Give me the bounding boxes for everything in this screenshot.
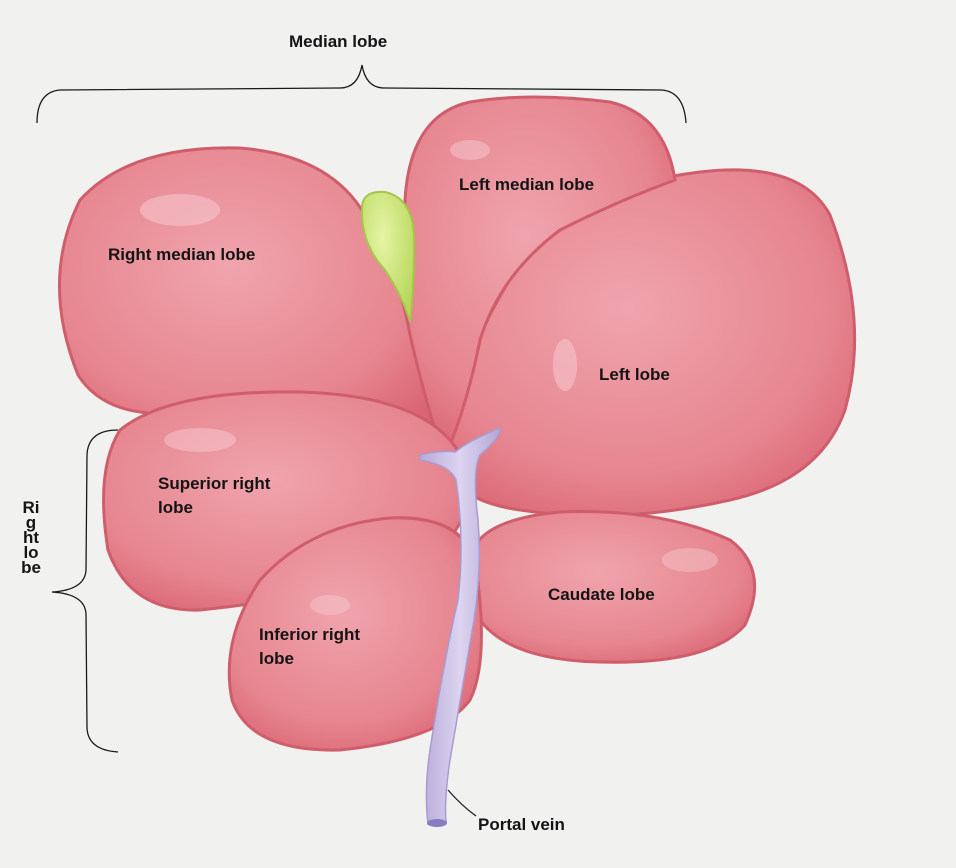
right-lobe-vertical-label: Right lobe <box>21 500 41 575</box>
inferior-right-lobe-label-line2: lobe <box>259 648 294 670</box>
caudate-lobe-label: Caudate lobe <box>548 584 655 606</box>
right-median-lobe-label: Right median lobe <box>108 244 255 266</box>
portal-vein-leader <box>448 790 476 816</box>
median-lobe-label: Median lobe <box>289 31 387 53</box>
superior-right-lobe-label-line1: Superior right <box>158 473 270 495</box>
left-median-lobe-label: Left median lobe <box>459 174 594 196</box>
portal-vein-label: Portal vein <box>478 814 565 836</box>
superior-right-lobe-label-line2: lobe <box>158 497 193 519</box>
inferior-right-lobe-label-line1: Inferior right <box>259 624 360 646</box>
left-lobe-label: Left lobe <box>599 364 670 386</box>
